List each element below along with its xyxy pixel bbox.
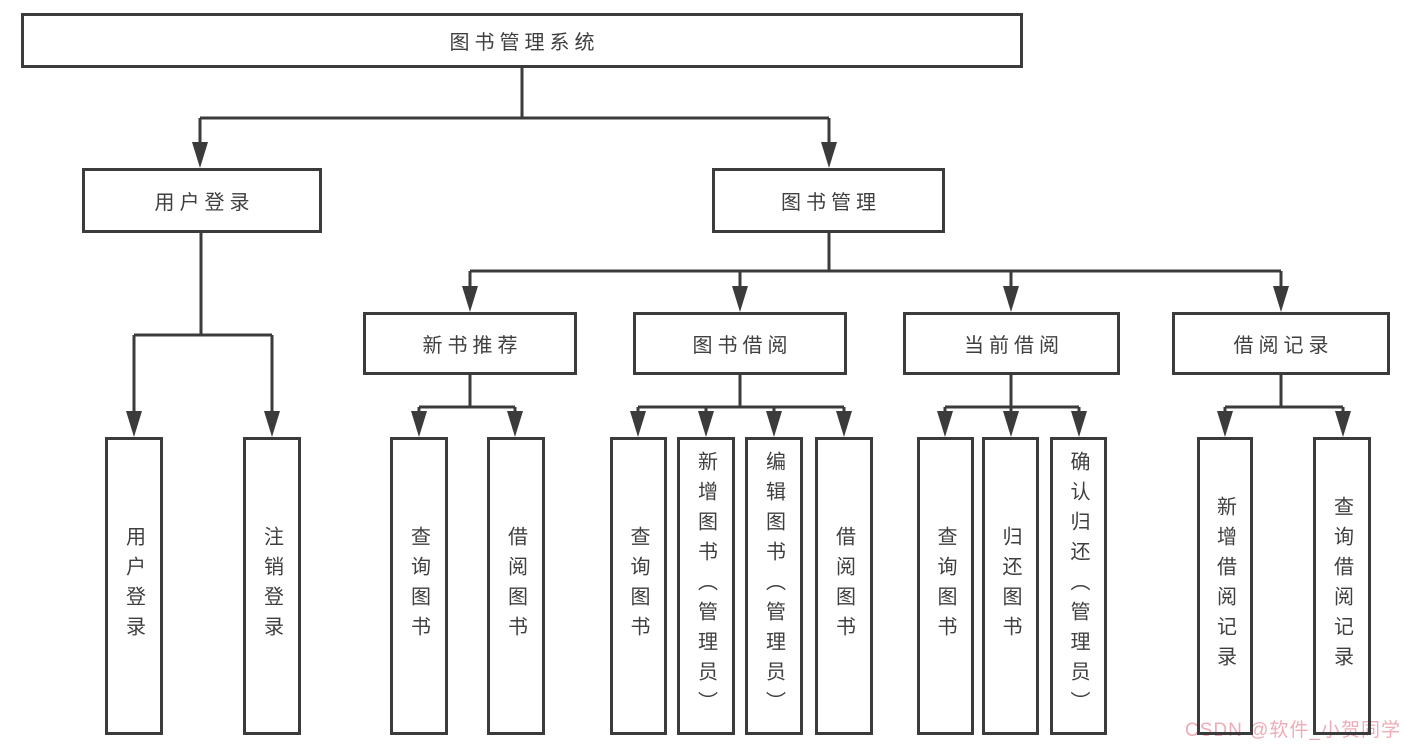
arrowhead-icon: [766, 411, 782, 437]
node-user-login: 用户登录: [82, 168, 322, 233]
arrowhead-icon: [462, 286, 478, 312]
node-book-management: 图书管理: [712, 168, 945, 233]
connector-book-borrow: [636, 375, 846, 427]
arrowhead-icon: [698, 411, 714, 437]
arrowhead-icon: [192, 142, 208, 168]
arrowhead-icon: [1071, 411, 1087, 437]
arrowhead-icon: [1273, 286, 1289, 312]
arrowhead-icon: [264, 411, 280, 437]
leaf-borrow-borrow-books: 借阅图书: [815, 437, 873, 735]
leaf-current-confirm-return-admin: 确认归还（管理员）: [1050, 437, 1107, 735]
arrowhead-icon: [1335, 411, 1351, 437]
leaf-current-query-books: 查询图书: [917, 437, 974, 735]
arrowhead-icon: [411, 411, 427, 437]
leaf-borrow-add-books-admin: 新增图书（管理员）: [677, 437, 735, 735]
arrowhead-icon: [821, 142, 837, 168]
leaf-records-add-borrow-record: 新增借阅记录: [1197, 437, 1253, 735]
leaf-records-query-borrow-record: 查询借阅记录: [1313, 437, 1371, 735]
arrowhead-icon: [732, 286, 748, 312]
leaf-borrow-edit-books-admin: 编辑图书（管理员）: [745, 437, 803, 735]
csdn-watermark: CSDN @软件_小贺同学: [1185, 720, 1401, 741]
arrowhead-icon: [1003, 286, 1019, 312]
leaf-recommend-borrow-books: 借阅图书: [487, 437, 545, 735]
connector-new-book-recommend: [417, 375, 517, 427]
connector-user-login: [132, 233, 274, 427]
leaf-borrow-query-books: 查询图书: [610, 437, 667, 735]
arrowhead-icon: [836, 411, 852, 437]
node-current-borrow: 当前借阅: [903, 312, 1120, 375]
connector-borrow-records: [1223, 375, 1345, 427]
arrowhead-icon: [1003, 411, 1019, 437]
arrowheads: [126, 142, 1351, 437]
arrowhead-icon: [1217, 411, 1233, 437]
arrowhead-icon: [937, 411, 953, 437]
leaf-logout: 注销登录: [243, 437, 301, 735]
connector-book-management: [468, 233, 1283, 302]
node-new-book-recommend: 新书推荐: [363, 312, 577, 375]
node-root-system: 图书管理系统: [21, 13, 1023, 68]
node-book-borrow: 图书借阅: [633, 312, 847, 375]
leaf-user-login: 用户登录: [105, 437, 163, 735]
leaf-recommend-query-books: 查询图书: [390, 437, 448, 735]
arrowhead-icon: [630, 411, 646, 437]
arrowhead-icon: [507, 411, 523, 437]
connector-root: [198, 68, 831, 158]
node-borrow-records: 借阅记录: [1172, 312, 1390, 375]
leaf-current-return-books: 归还图书: [982, 437, 1039, 735]
arrowhead-icon: [126, 411, 142, 437]
